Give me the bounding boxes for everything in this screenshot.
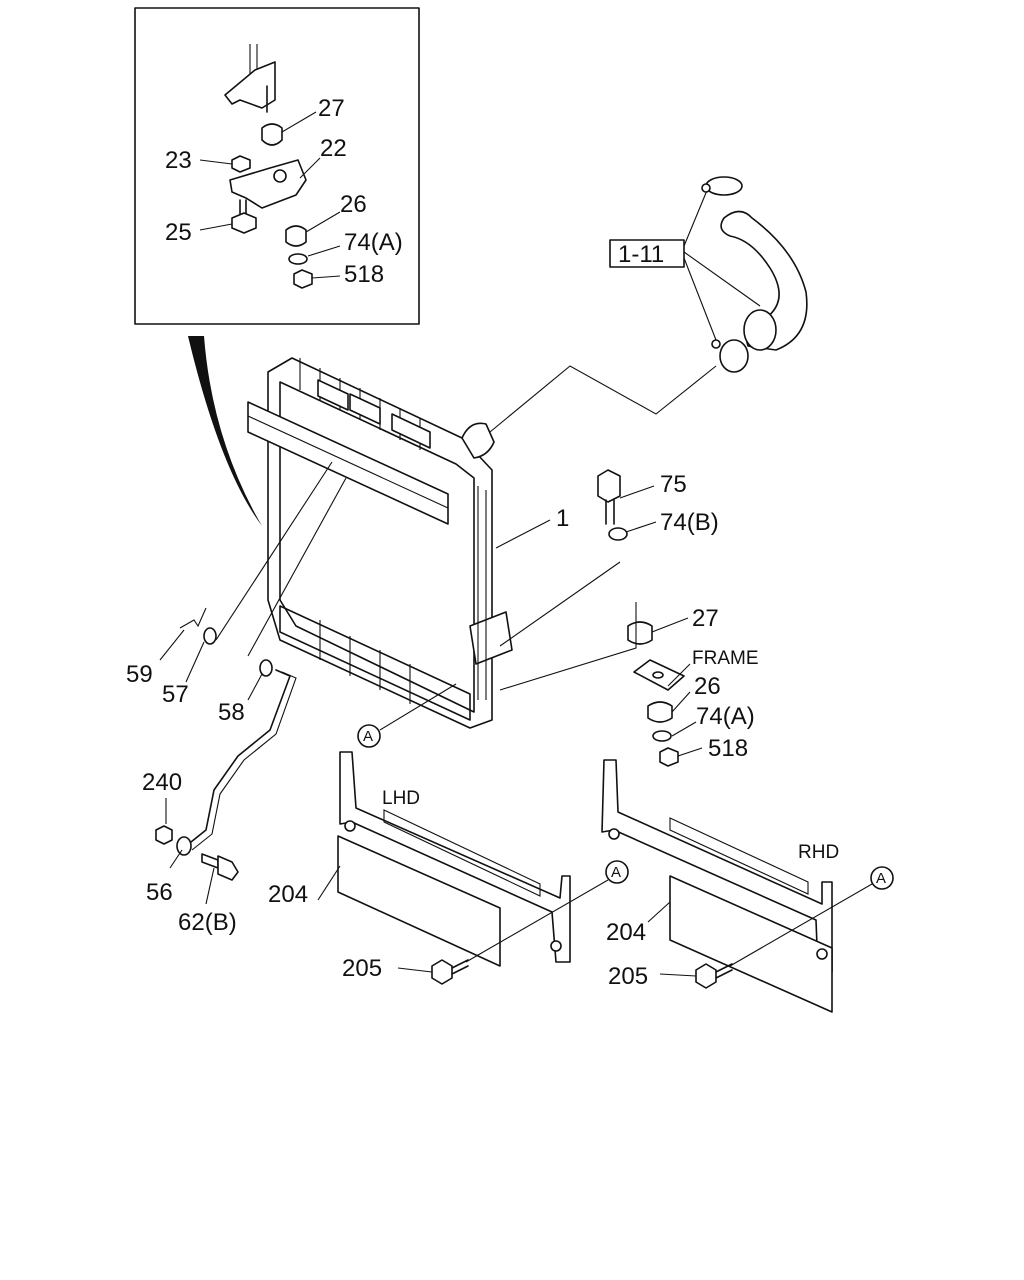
callout-204-left: 204	[268, 881, 308, 908]
callout-1-11: 1-11	[618, 241, 664, 268]
callout-205-right: 205	[608, 963, 648, 990]
callout-27-right: 27	[692, 605, 719, 632]
ref-circle-a-1	[357, 724, 381, 748]
ref-circle-a-3-label: A	[876, 870, 886, 887]
callout-23: 23	[165, 147, 192, 174]
callout-1-radiator: 1	[556, 505, 569, 532]
radiator-core	[247, 357, 513, 729]
label-rhd: RHD	[798, 842, 839, 863]
callout-56: 56	[146, 879, 173, 906]
callout-518-right: 518	[708, 735, 748, 762]
callout-57: 57	[162, 681, 189, 708]
callout-75: 75	[660, 471, 687, 498]
callout-240: 240	[142, 769, 182, 796]
ref-circle-a-1-label: A	[363, 728, 373, 745]
callout-27-inset: 27	[318, 95, 345, 122]
callout-25: 25	[165, 219, 192, 246]
ref-circle-a-2-label: A	[611, 864, 621, 881]
callout-205-left: 205	[342, 955, 382, 982]
radiator-hose	[489, 176, 808, 433]
right-mount-parts	[499, 469, 703, 767]
drain-parts	[155, 461, 347, 905]
callout-26-inset: 26	[340, 191, 367, 218]
callout-74a-right: 74(A)	[696, 703, 755, 730]
ref-circle-a-2	[605, 860, 629, 884]
callout-59: 59	[126, 661, 153, 688]
label-lhd: LHD	[382, 788, 420, 809]
callout-22: 22	[320, 135, 347, 162]
callout-frame: FRAME	[692, 648, 759, 669]
inset-pointer-arrow	[188, 336, 262, 526]
callout-62b: 62(B)	[178, 909, 237, 936]
callout-26-right: 26	[694, 673, 721, 700]
callout-58: 58	[218, 699, 245, 726]
callout-74a-inset: 74(A)	[344, 229, 403, 256]
callout-74b: 74(B)	[660, 509, 719, 536]
lhd-bracket	[317, 751, 609, 985]
callout-518-inset: 518	[344, 261, 384, 288]
callout-204-right: 204	[606, 919, 646, 946]
rhd-bracket	[601, 759, 873, 1013]
ref-circle-a-3	[870, 866, 894, 890]
inset-detail-box	[134, 7, 420, 325]
